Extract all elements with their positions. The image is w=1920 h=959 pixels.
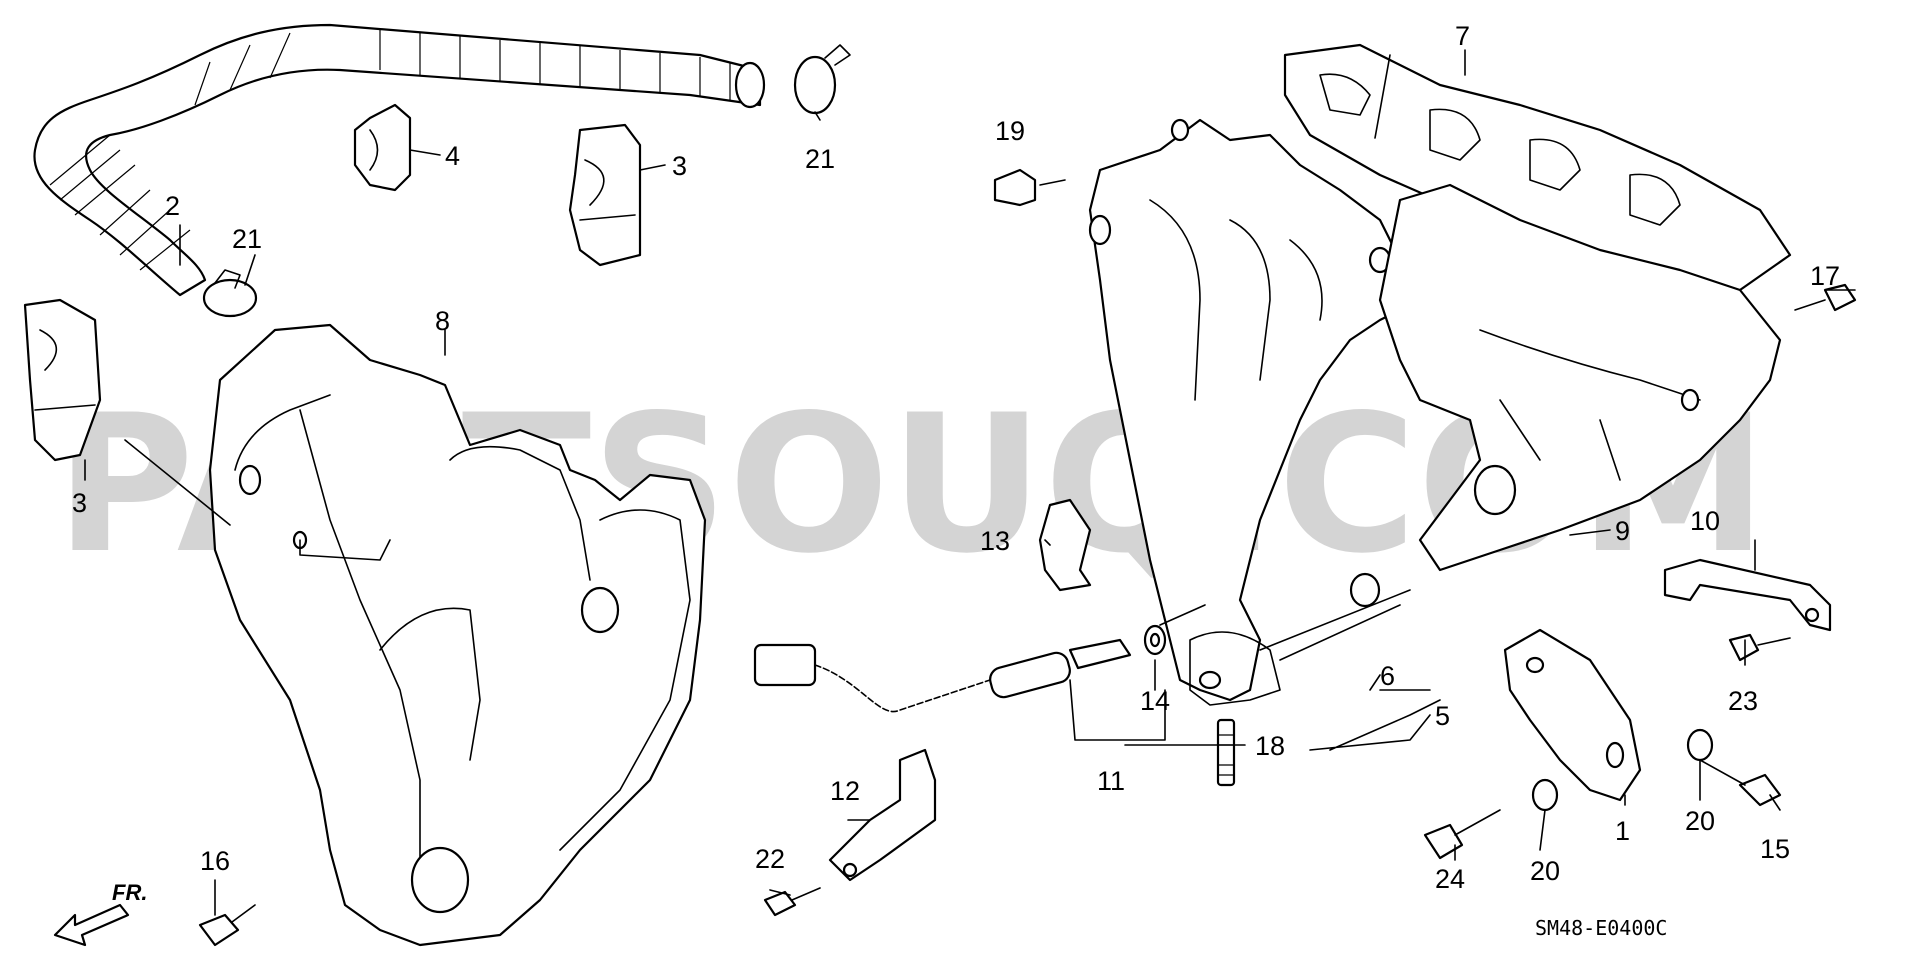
bracket-12[interactable]	[828, 748, 937, 882]
callout-19[interactable]: 19	[995, 116, 1025, 146]
front-label: FR.	[112, 880, 147, 905]
callout-16[interactable]: 16	[200, 846, 230, 876]
callout-2[interactable]: 2	[165, 191, 180, 221]
callout-20-right[interactable]: 20	[1685, 806, 1715, 836]
bolt-16[interactable]	[198, 904, 256, 947]
callout-23[interactable]: 23	[1728, 686, 1758, 716]
callout-14[interactable]: 14	[1140, 686, 1170, 716]
clip-13[interactable]	[1038, 498, 1092, 592]
leader-lines	[84, 49, 1856, 916]
clamp-3-left[interactable]	[23, 298, 102, 462]
bolt-23[interactable]	[1728, 633, 1791, 662]
clamp-4[interactable]	[353, 103, 412, 192]
bolt-24[interactable]	[1423, 809, 1501, 860]
washer-20-left[interactable]	[1531, 778, 1559, 812]
callout-13[interactable]: 13	[980, 526, 1010, 556]
exhaust-manifold-6[interactable]	[1088, 118, 1422, 706]
callout-8[interactable]: 8	[435, 306, 450, 336]
front-arrow-icon	[53, 903, 130, 947]
bolt-15[interactable]	[1699, 759, 1782, 807]
callout-5[interactable]: 5	[1435, 701, 1450, 731]
callout-20-left[interactable]: 20	[1530, 856, 1560, 886]
callout-1[interactable]: 1	[1615, 816, 1630, 846]
callout-3-left[interactable]: 3	[72, 488, 87, 518]
washer-14[interactable]	[1143, 624, 1167, 656]
air-duct-hose[interactable]	[33, 23, 766, 297]
nut-19[interactable]	[993, 168, 1037, 207]
front-direction-indicator: FR.	[53, 880, 147, 947]
gasket-7[interactable]	[1283, 43, 1792, 297]
oxygen-sensor-11[interactable]	[753, 638, 1132, 713]
bolt-22[interactable]	[763, 887, 821, 917]
callout-18[interactable]: 18	[1255, 731, 1285, 761]
callout-labels: 1 2 3 3 4 5 6 7 8 9 10 11 12 13 14 15 16…	[72, 21, 1840, 894]
stud-18[interactable]	[1216, 718, 1236, 787]
callout-21-right[interactable]: 21	[805, 144, 835, 174]
callout-11[interactable]: 11	[1097, 766, 1125, 796]
callout-7[interactable]: 7	[1455, 21, 1470, 51]
callout-15[interactable]: 15	[1760, 834, 1790, 864]
callout-21-left[interactable]: 21	[232, 224, 262, 254]
bracket-10[interactable]	[1663, 558, 1832, 632]
callout-17[interactable]: 17	[1810, 261, 1840, 291]
callout-4[interactable]: 4	[445, 141, 460, 171]
callout-12[interactable]: 12	[830, 776, 860, 806]
bracket-1[interactable]	[1503, 628, 1642, 802]
callout-10[interactable]: 10	[1690, 506, 1720, 536]
callout-6[interactable]: 6	[1380, 661, 1395, 691]
diagram-code: SM48-E0400C	[1535, 916, 1667, 940]
callout-3-upper[interactable]: 3	[672, 151, 687, 181]
hose-clamp-21-right[interactable]	[793, 44, 851, 115]
callout-9[interactable]: 9	[1615, 516, 1630, 546]
heat-shield-8[interactable]	[208, 323, 707, 947]
hose-clamp-21-left[interactable]	[202, 269, 258, 318]
heat-shield-9[interactable]	[1378, 183, 1782, 572]
callout-22[interactable]: 22	[755, 844, 785, 874]
washer-20-right[interactable]	[1686, 728, 1714, 762]
bolt-17[interactable]	[1794, 283, 1857, 312]
clamp-3-upper[interactable]	[568, 123, 642, 267]
callout-24[interactable]: 24	[1435, 864, 1465, 894]
